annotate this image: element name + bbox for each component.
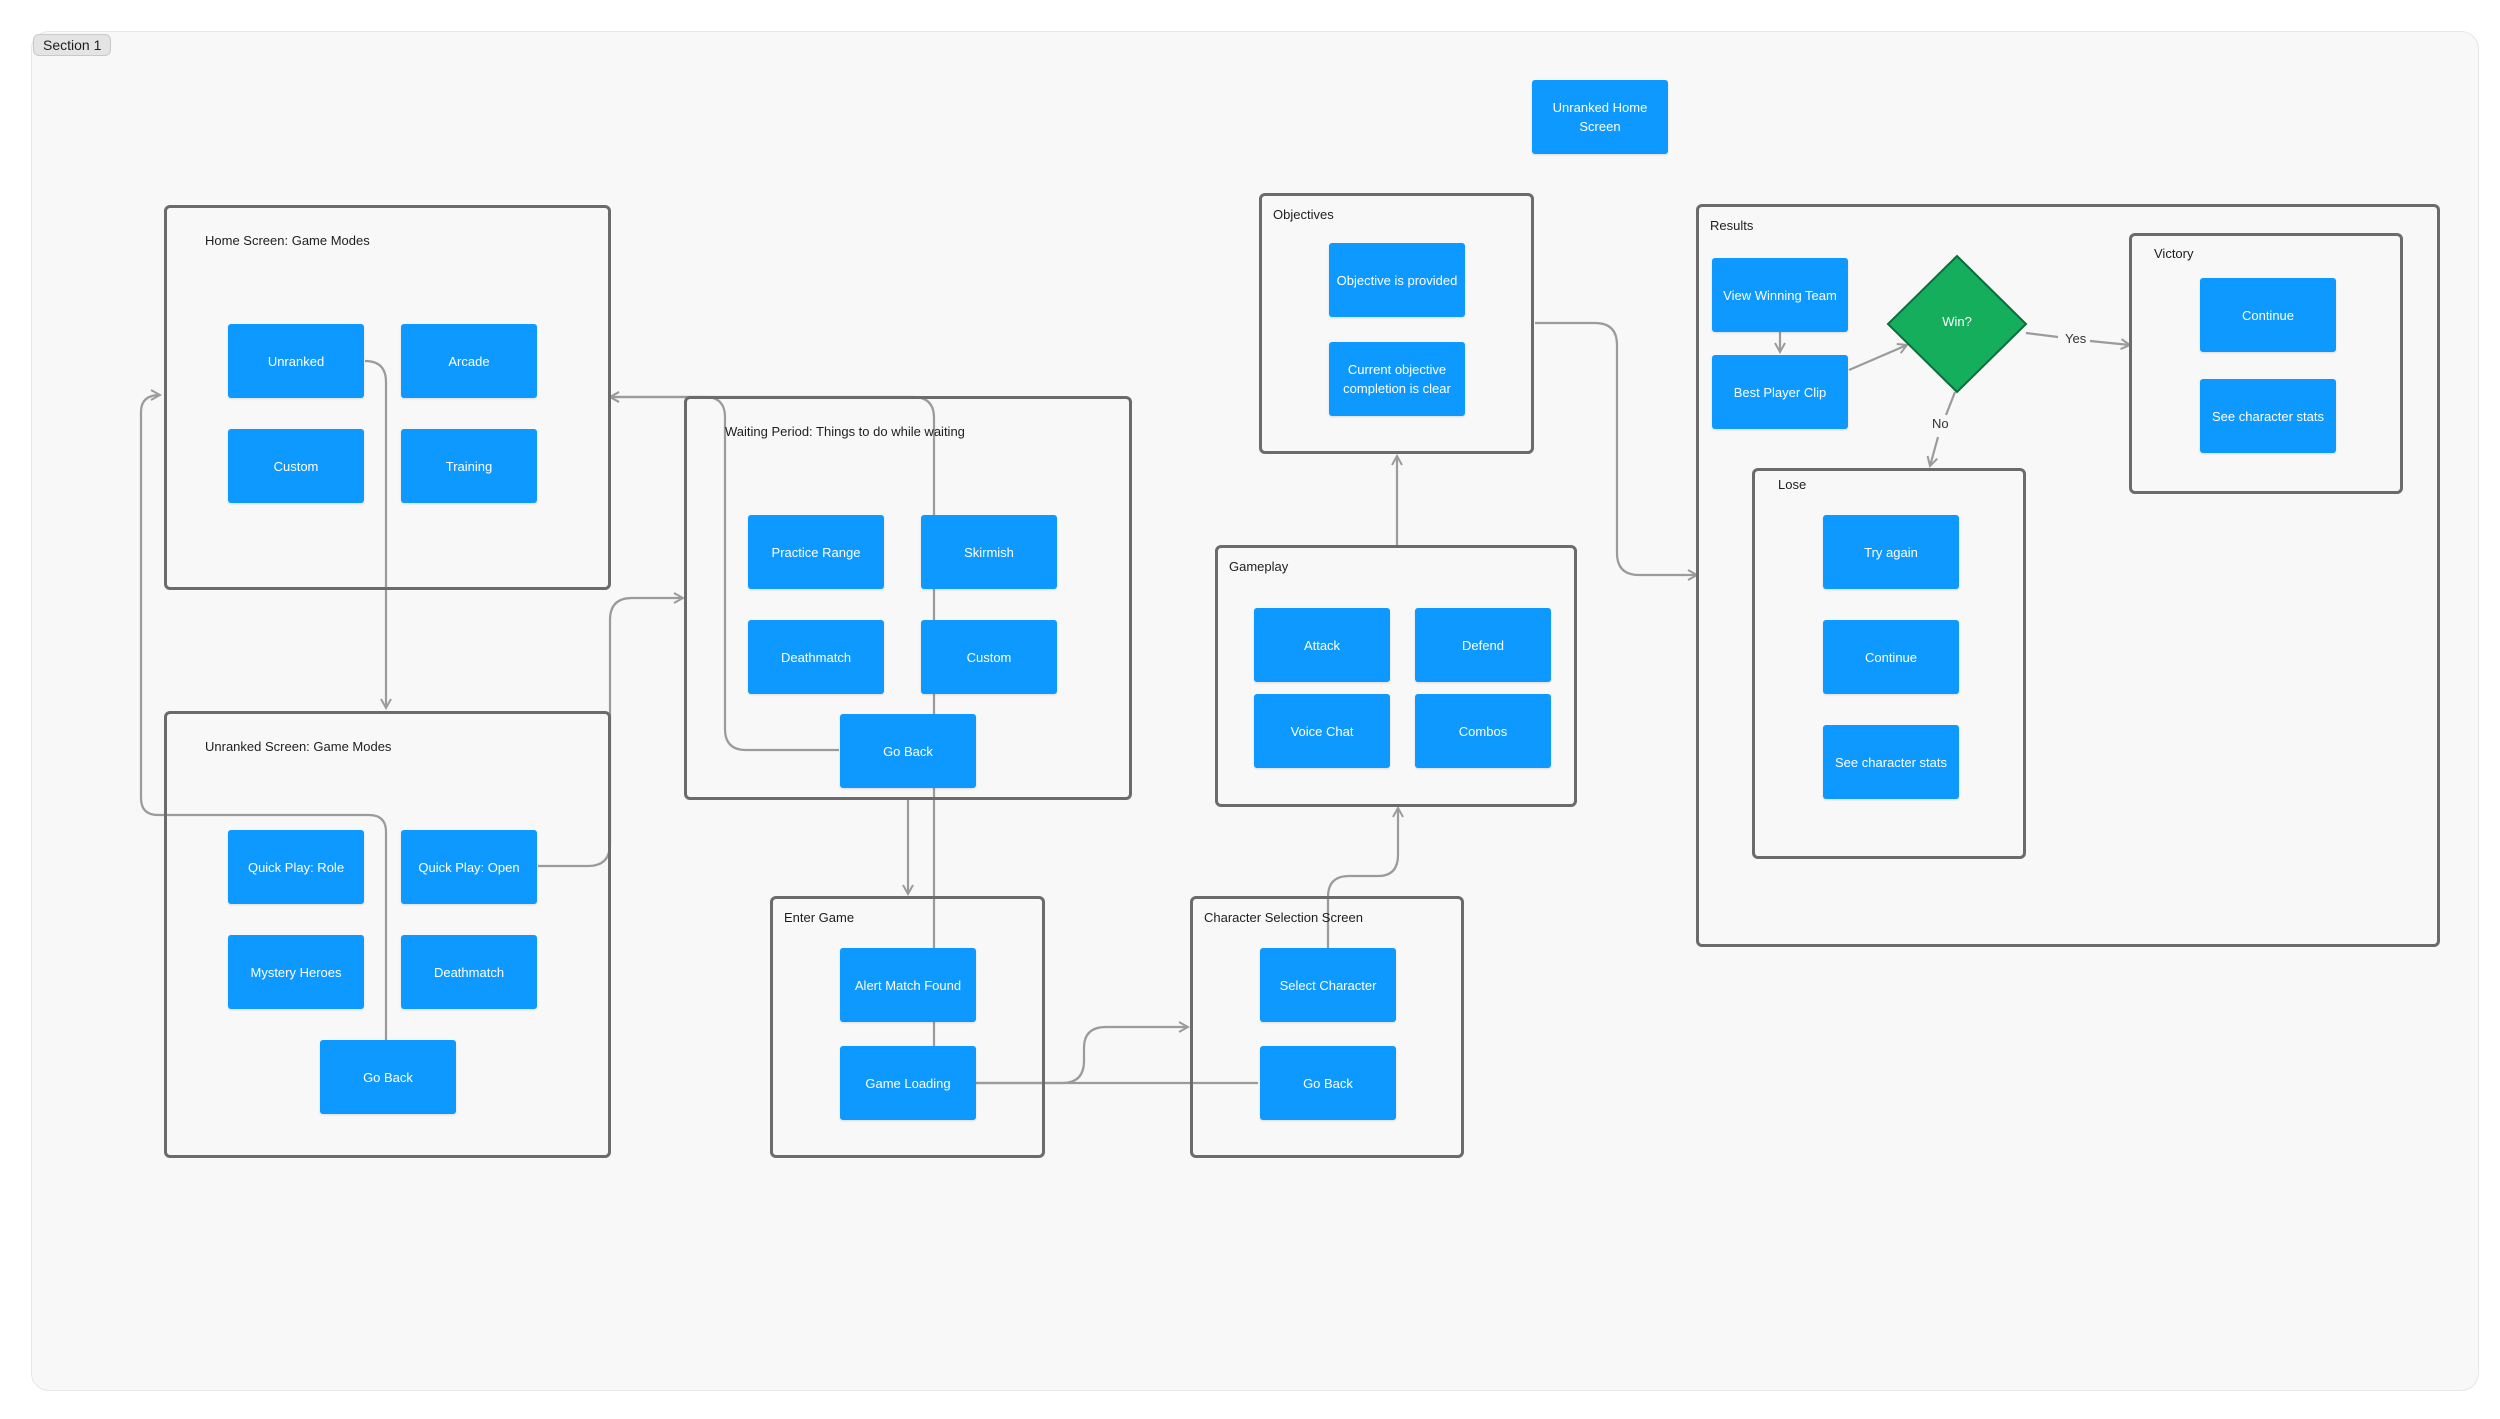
frame-title-objectives: Objectives [1273, 207, 1334, 222]
edge-win-yes [2025, 331, 2059, 339]
edge-win-no-tail [1930, 436, 1940, 466]
node-lose-stats[interactable]: See character stats [1823, 725, 1959, 799]
frame-title-unranked: Unranked Screen: Game Modes [205, 739, 392, 754]
decision-win-label: Win? [1942, 314, 1972, 329]
node-quick-play-role[interactable]: Quick Play: Role [228, 830, 364, 904]
frame-gameplay [1215, 545, 1577, 807]
frame-title-victory: Victory [2154, 246, 2194, 261]
node-custom-waiting[interactable]: Custom [921, 620, 1057, 694]
node-alert-match-found[interactable]: Alert Match Found [840, 948, 976, 1022]
frame-title-home: Home Screen: Game Modes [205, 233, 370, 248]
frame-enter-game [770, 896, 1045, 1158]
node-game-loading[interactable]: Game Loading [840, 1046, 976, 1120]
node-combos[interactable]: Combos [1415, 694, 1551, 768]
node-deathmatch-waiting[interactable]: Deathmatch [748, 620, 884, 694]
node-lose-continue[interactable]: Continue [1823, 620, 1959, 694]
node-voice-chat[interactable]: Voice Chat [1254, 694, 1390, 768]
node-custom-home[interactable]: Custom [228, 429, 364, 503]
node-attack[interactable]: Attack [1254, 608, 1390, 682]
node-select-character[interactable]: Select Character [1260, 948, 1396, 1022]
frame-title-lose: Lose [1778, 477, 1807, 492]
frame-title-gameplay: Gameplay [1229, 559, 1289, 574]
node-unranked[interactable]: Unranked [228, 324, 364, 398]
edge-unranked-to-unranked-screen [364, 359, 386, 708]
node-go-back-waiting[interactable]: Go Back [840, 714, 976, 788]
frame-results [1696, 204, 2440, 947]
node-quick-play-open[interactable]: Quick Play: Open [401, 830, 537, 904]
node-victory-stats[interactable]: See character stats [2200, 379, 2336, 453]
edge-game-loading-to-char [974, 1027, 1188, 1085]
node-go-back-char[interactable]: Go Back [1260, 1046, 1396, 1120]
node-practice-range[interactable]: Practice Range [748, 515, 884, 589]
frame-title-results: Results [1710, 218, 1754, 233]
edge-label-no: No [1930, 416, 1951, 431]
edge-clip-to-win [1848, 345, 1907, 372]
node-deathmatch-unranked[interactable]: Deathmatch [401, 935, 537, 1009]
edge-win-yes-tail [2089, 341, 2130, 345]
node-mystery-heroes[interactable]: Mystery Heroes [228, 935, 364, 1009]
decision-win[interactable] [1886, 254, 2028, 394]
edge-label-yes: Yes [2063, 331, 2089, 346]
edge-goback-to-home [139, 395, 388, 1040]
node-view-winning-team[interactable]: View Winning Team [1712, 258, 1848, 332]
edge-objectives-to-results [1535, 321, 1697, 575]
frame-objectives [1259, 193, 1534, 454]
frame-character-selection [1190, 896, 1464, 1158]
frame-waiting-period [684, 396, 1132, 800]
node-defend[interactable]: Defend [1415, 608, 1551, 682]
node-objective-clear[interactable]: Current objective completion is clear [1329, 342, 1465, 416]
frame-victory [2129, 233, 2403, 494]
node-best-player-clip[interactable]: Best Player Clip [1712, 355, 1848, 429]
node-training[interactable]: Training [401, 429, 537, 503]
section-label[interactable]: Section 1 [33, 34, 112, 56]
node-try-again[interactable]: Try again [1823, 515, 1959, 589]
node-arcade[interactable]: Arcade [401, 324, 537, 398]
node-go-back-unranked[interactable]: Go Back [320, 1040, 456, 1114]
node-victory-continue[interactable]: Continue [2200, 278, 2336, 352]
node-unranked-home-screen[interactable]: Unranked Home Screen [1532, 80, 1668, 154]
node-objective-provided[interactable]: Objective is provided [1329, 243, 1465, 317]
frame-title-waiting: Waiting Period: Things to do while waiti… [725, 424, 965, 439]
frame-home-screen [164, 205, 611, 590]
edge-win-no [1944, 391, 1957, 416]
frame-title-char-select: Character Selection Screen [1204, 910, 1363, 925]
frame-title-enter-game: Enter Game [784, 910, 855, 925]
frame-lose [1752, 468, 2026, 859]
node-skirmish[interactable]: Skirmish [921, 515, 1057, 589]
edge-select-to-gameplay [1326, 808, 1398, 948]
frame-unranked-screen [164, 711, 611, 1158]
